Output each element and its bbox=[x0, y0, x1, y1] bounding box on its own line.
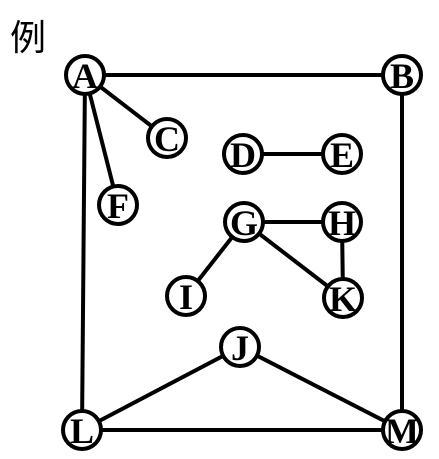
node-d: D bbox=[222, 133, 264, 175]
diagram-caption: 例 bbox=[10, 18, 46, 59]
edges-layer bbox=[80, 73, 404, 432]
node-label: E bbox=[330, 135, 354, 175]
node-i: I bbox=[165, 275, 207, 317]
node-circle bbox=[61, 409, 103, 451]
node-l: L bbox=[61, 409, 103, 451]
node-label: M bbox=[385, 411, 419, 451]
node-circle bbox=[165, 275, 207, 317]
node-label: J bbox=[231, 328, 249, 368]
node-label: L bbox=[70, 411, 94, 451]
node-circle bbox=[222, 133, 264, 175]
node-b: B bbox=[381, 54, 423, 96]
node-circle bbox=[97, 184, 139, 226]
node-c: C bbox=[146, 117, 188, 159]
edge-a-f bbox=[83, 73, 120, 207]
node-circle bbox=[381, 409, 423, 451]
node-a: A bbox=[64, 54, 106, 96]
node-label: A bbox=[72, 56, 98, 96]
node-label: G bbox=[230, 203, 258, 243]
node-label: B bbox=[390, 56, 414, 96]
node-h: H bbox=[321, 201, 363, 243]
node-m: M bbox=[381, 409, 423, 451]
node-circle bbox=[146, 117, 188, 159]
node-label: K bbox=[329, 279, 357, 319]
node-circle bbox=[223, 201, 265, 243]
node-k: K bbox=[322, 277, 364, 319]
node-circle bbox=[64, 54, 106, 96]
node-label: I bbox=[179, 277, 193, 317]
node-label: D bbox=[230, 135, 256, 175]
node-circle bbox=[381, 54, 423, 96]
edge-j-m bbox=[238, 345, 404, 432]
node-label: H bbox=[328, 203, 356, 243]
node-f: F bbox=[97, 184, 139, 226]
node-circle bbox=[321, 133, 363, 175]
node-e: E bbox=[321, 133, 363, 175]
node-g: G bbox=[223, 201, 265, 243]
edge-l-j bbox=[80, 345, 242, 432]
node-label: C bbox=[154, 119, 180, 159]
node-circle bbox=[219, 326, 261, 368]
node-circle bbox=[321, 201, 363, 243]
nodes-layer: A B C D E F G H I K J L M bbox=[61, 54, 423, 451]
node-j: J bbox=[219, 326, 261, 368]
node-label: F bbox=[107, 186, 129, 226]
node-circle bbox=[322, 277, 364, 319]
edge-a-l bbox=[80, 73, 87, 432]
